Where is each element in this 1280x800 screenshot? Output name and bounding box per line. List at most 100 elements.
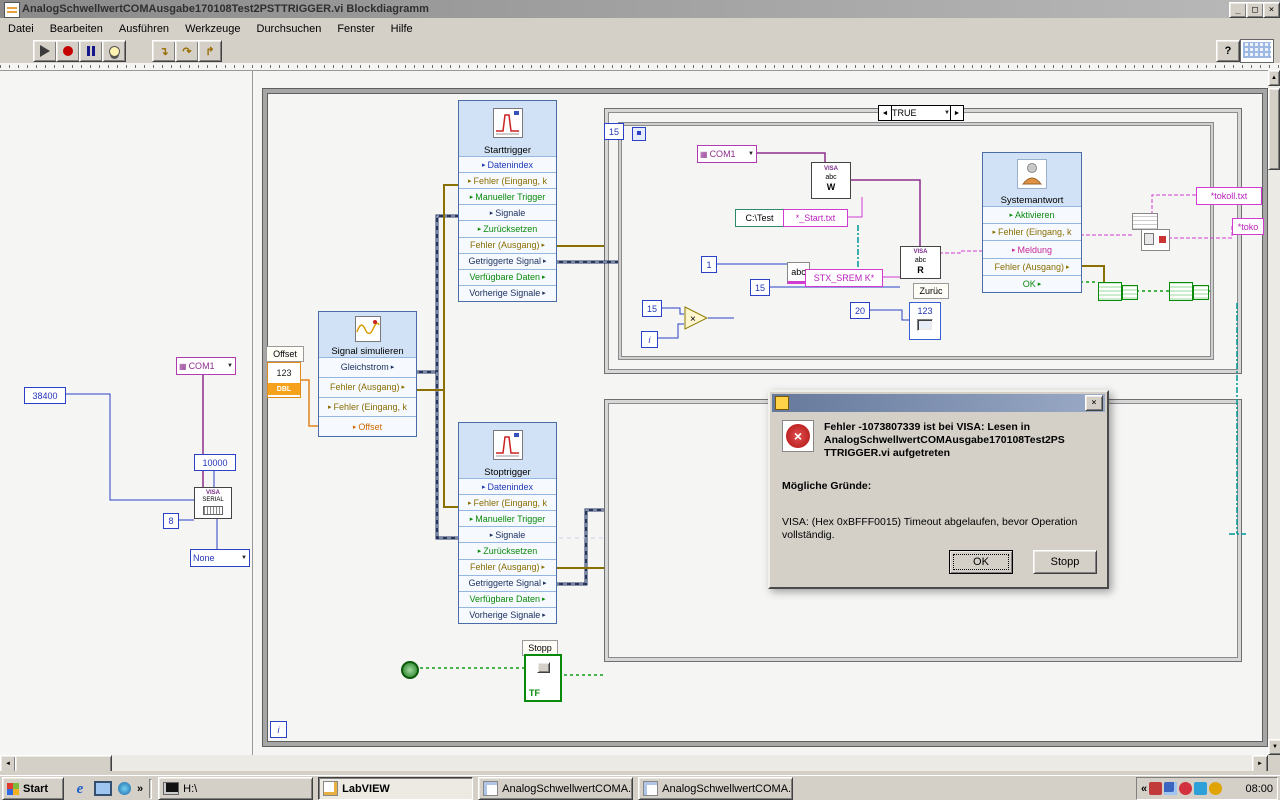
taskbar-item-console[interactable]: H:\ — [158, 777, 314, 800]
offset-control-terminal[interactable]: 123 DBL — [267, 362, 301, 398]
dialog-stop-button[interactable]: Stopp — [1033, 550, 1097, 574]
baud-rate-constant[interactable]: 38400 — [24, 387, 66, 404]
case-next-icon[interactable]: ► — [953, 109, 961, 117]
terminal-row[interactable]: Gleichstrom — [319, 357, 416, 377]
terminal-row[interactable]: Fehler (Eingang, k — [459, 494, 556, 511]
terminal-row[interactable]: Manueller Trigger — [459, 510, 556, 527]
terminal-row[interactable]: Vorherige Signale — [459, 606, 556, 623]
filename-string-constant[interactable]: *_Start.txt — [783, 209, 848, 227]
tray-icon[interactable] — [1194, 782, 1208, 795]
boolean-function-icon[interactable] — [1193, 285, 1209, 300]
visa-read-node[interactable]: VISA abc R — [900, 246, 941, 279]
pause-button[interactable] — [79, 40, 103, 62]
start-button[interactable]: Start — [2, 777, 64, 800]
timeout-constant[interactable]: 10000 — [194, 454, 236, 471]
ok-button[interactable]: OK — [949, 550, 1013, 574]
terminal-row[interactable]: Verfügbare Daten — [459, 590, 556, 607]
dropdown-icon[interactable]: ▼ — [227, 363, 233, 369]
step-over-button[interactable]: ↷ — [175, 40, 199, 62]
zurueck-label[interactable]: Zurüc — [913, 283, 949, 299]
terminal-row[interactable]: Aktivieren — [983, 206, 1081, 224]
tray-icon[interactable] — [1179, 782, 1193, 795]
pane-splitter[interactable] — [252, 70, 253, 755]
menu-bearbeiten[interactable]: Bearbeiten — [49, 22, 103, 35]
boolean-constant-led[interactable] — [401, 661, 419, 679]
offset-label[interactable]: Offset — [266, 346, 304, 362]
terminal-row[interactable]: Fehler (Eingang, k — [459, 172, 556, 189]
systemantwort-expressvi[interactable]: Systemantwort Aktivieren Fehler (Eingang… — [982, 152, 1082, 293]
while-loop-iteration-terminal[interactable]: i — [270, 721, 287, 738]
dialog-close-button[interactable]: × — [1085, 395, 1103, 411]
terminal-row[interactable]: Fehler (Eingang, k — [983, 223, 1081, 241]
step-out-button[interactable]: ↱ — [198, 40, 222, 62]
terminal-row[interactable]: Fehler (Ausgang) — [459, 558, 556, 575]
terminal-row[interactable]: Verfügbare Daten — [459, 268, 556, 285]
command-string-constant[interactable]: STX_SREM K* — [805, 269, 883, 287]
tray-collapse-icon[interactable]: « — [1141, 782, 1148, 795]
protocol-file-string-constant[interactable]: *tokoll.txt — [1196, 187, 1262, 205]
terminal-row[interactable]: Meldung — [983, 240, 1081, 258]
terminal-row[interactable]: Signale — [459, 204, 556, 221]
terminal-row[interactable]: Getriggerte Signal — [459, 252, 556, 269]
scroll-up-icon[interactable]: ▲ — [1268, 70, 1280, 86]
terminal-row[interactable]: Datenindex — [459, 478, 556, 495]
terminal-row[interactable]: Offset — [319, 416, 416, 436]
while-loop[interactable] — [262, 88, 1268, 747]
data-bits-constant[interactable]: 8 — [163, 513, 179, 529]
terminal-row[interactable]: Fehler (Ausgang) — [459, 236, 556, 253]
stoptrigger-expressvi[interactable]: Stoptrigger Datenindex Fehler (Eingang, … — [458, 422, 557, 624]
dropdown-icon[interactable]: ▼ — [241, 555, 247, 561]
menu-werkzeuge[interactable]: Werkzeuge — [185, 22, 241, 35]
close-button[interactable]: × — [1263, 2, 1280, 18]
numeric-constant-20[interactable]: 20 — [850, 302, 870, 319]
ie-icon[interactable]: e — [76, 780, 84, 797]
app-launcher-icon[interactable] — [118, 782, 131, 795]
tray-icon[interactable] — [1149, 782, 1163, 795]
title-bar[interactable]: AnalogSchwellwertCOMAusgabe170108Test2PS… — [0, 0, 1280, 18]
menu-ausfuehren[interactable]: Ausführen — [118, 22, 170, 35]
terminal-row[interactable]: Vorherige Signale — [459, 284, 556, 301]
highlight-execution-button[interactable] — [102, 40, 126, 62]
numeric-constant-15[interactable]: 15 — [642, 300, 662, 317]
taskbar-item-vi2[interactable]: AnalogSchwellwertCOMA... — [638, 777, 794, 800]
inner-for-loop[interactable] — [618, 122, 1214, 360]
menu-hilfe[interactable]: Hilfe — [390, 22, 413, 35]
close-file-icon[interactable] — [1141, 229, 1170, 251]
vertical-scrollbar[interactable]: ▲ ▼ — [1268, 70, 1280, 755]
terminal-row[interactable]: Fehler (Ausgang) — [983, 257, 1081, 275]
numeric-indicator-terminal[interactable]: 123 — [909, 302, 941, 340]
terminal-row[interactable]: Zurücksetzen — [459, 220, 556, 237]
visa-configure-serial-node[interactable]: VISA SERIAL — [194, 487, 232, 519]
taskbar-item-labview[interactable]: LabVIEW — [318, 777, 474, 800]
terminal-row[interactable]: Getriggerte Signal — [459, 574, 556, 591]
taskbar-item-vi1[interactable]: AnalogSchwellwertCOMA... — [478, 777, 634, 800]
file-function-icon[interactable] — [1132, 213, 1158, 230]
case-selector[interactable]: ◄ TRUE ▼ ► — [878, 105, 964, 121]
error-dialog[interactable]: × × Fehler -1073807339 ist bei VISA: Les… — [768, 390, 1109, 589]
path-constant[interactable]: C:\Test — [735, 209, 784, 227]
case-dropdown-icon[interactable]: ▼ — [944, 110, 950, 116]
terminal-row[interactable]: Zurücksetzen — [459, 542, 556, 559]
minimize-button[interactable]: _ — [1229, 2, 1247, 18]
step-into-button[interactable]: ↴ — [152, 40, 176, 62]
visa-write-node[interactable]: VISA abc W — [811, 162, 851, 199]
terminal-row[interactable]: Manueller Trigger — [459, 188, 556, 205]
loop-count-constant[interactable]: 15 — [604, 123, 624, 140]
array-icon[interactable] — [1169, 282, 1193, 301]
starttrigger-expressvi[interactable]: Starttrigger Datenindex Fehler (Eingang,… — [458, 100, 557, 302]
visa-resource-constant[interactable]: ▦ COM1 ▼ — [176, 357, 236, 375]
terminal-row[interactable]: OK — [983, 274, 1081, 293]
terminal-row[interactable]: Datenindex — [459, 156, 556, 173]
terminal-row[interactable]: Fehler (Eingang, k — [319, 396, 416, 417]
for-loop-iteration-terminal[interactable]: i — [641, 331, 658, 348]
vertical-scroll-thumb[interactable] — [1268, 88, 1280, 170]
terminal-row[interactable]: Signale — [459, 526, 556, 543]
terminal-row[interactable]: Fehler (Ausgang) — [319, 376, 416, 397]
simulate-signal-expressvi[interactable]: Signal simulieren Gleichstrom Fehler (Au… — [318, 311, 417, 437]
numeric-constant-15[interactable]: 15 — [750, 279, 770, 296]
menu-fenster[interactable]: Fenster — [337, 22, 375, 35]
run-button[interactable] — [33, 40, 57, 62]
horizontal-scrollbar[interactable]: ◄ ► — [0, 755, 1268, 773]
numeric-constant-1[interactable]: 1 — [701, 256, 717, 273]
case-prev-icon[interactable]: ◄ — [881, 109, 889, 117]
